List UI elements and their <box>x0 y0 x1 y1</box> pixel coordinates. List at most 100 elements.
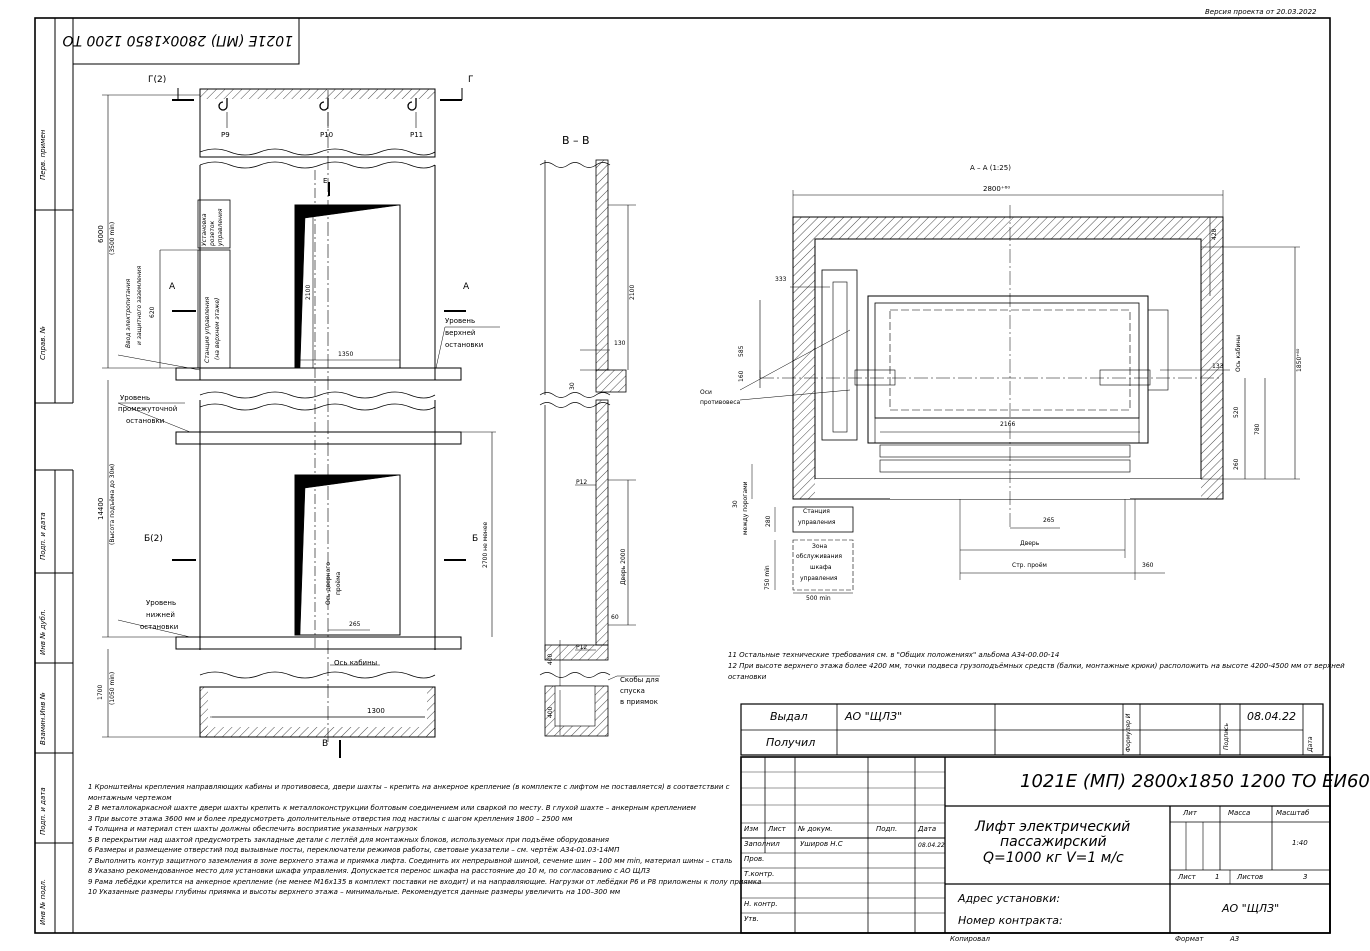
project-version: Версия проекта от 20.03.2022 <box>1205 8 1317 16</box>
aa-dim-133: 133 <box>1212 363 1224 370</box>
mass-label: Масса <box>1228 809 1251 817</box>
dim-3500-min: (3500 min) <box>109 221 116 255</box>
note-line: 10 Указанные размеры глубины приямка и в… <box>88 888 621 896</box>
product-params: Q=1000 кг V=1 м/с <box>983 850 1124 866</box>
upper-stop-3: остановки <box>445 341 484 349</box>
filled-by-label: Заполнил <box>744 840 780 848</box>
socket-note: Установка <box>201 213 208 246</box>
door-axis-note: Ось дверного <box>325 561 332 605</box>
aa-dim-1850: 1850⁺⁶⁰ <box>1296 348 1303 372</box>
aa-dim-780: 780 <box>1254 423 1261 435</box>
upper-stop-1: Уровень <box>445 317 476 325</box>
aa-zone-2: обслуживания <box>796 553 843 560</box>
right-note: 12 При высоте верхнего этажа более 4200 … <box>728 662 1345 670</box>
vv-dim-60: 60 <box>611 614 619 621</box>
perv-primen-label: Перв. примен <box>39 129 47 180</box>
format-value: А3 <box>1230 935 1240 943</box>
dim-30m: (Высота подъёма до 30м) <box>109 463 116 545</box>
aa-clear-opening: Стр. проём <box>1012 562 1047 569</box>
socket-note-3: управления <box>217 208 224 246</box>
vzam-inv-label: Взамин.Инв № <box>39 692 47 745</box>
load-p10: Р10 <box>320 131 334 139</box>
dim-1050-min: (1050 min) <box>109 671 116 705</box>
dim-2700: 2700 не менее <box>482 521 489 568</box>
cw-axes-2: противовеса <box>700 399 741 406</box>
note-line: 1 Кронштейны крепления направляющих каби… <box>88 783 730 791</box>
load-p9: Р9 <box>221 131 230 139</box>
copied-label: Копировал <box>950 935 990 943</box>
mid-stop-1: Уровень <box>120 394 151 402</box>
section-g-label: Г <box>468 75 474 85</box>
aa-dim-500: 500 min <box>806 595 831 602</box>
section-a-right: А <box>463 282 470 292</box>
dim-265: 265 <box>349 621 361 628</box>
podp-data-label-1: Подп. и дата <box>39 512 47 560</box>
product-name-1: Лифт электрический <box>975 819 1131 835</box>
sheet-value: 1 <box>1215 873 1220 881</box>
form-label: Формуляр И <box>1125 713 1132 752</box>
sheet-label: Лист <box>1178 873 1196 881</box>
inv-dubl-label: Инв № дубл. <box>39 609 47 655</box>
control-station-note: Станция управления <box>204 296 211 363</box>
aa-station-1: Станция <box>803 508 830 515</box>
ladder-note-2: спуска <box>620 687 645 695</box>
col-list: Лист <box>768 825 786 833</box>
lower-stop-3: остановки <box>140 623 179 631</box>
aa-dim-750: 750 min <box>764 565 771 590</box>
note-line: 2 В металлокаркасной шахте двери шахты к… <box>88 804 696 812</box>
section-g2-label: Г(2) <box>148 75 167 85</box>
received-label: Получил <box>766 736 816 749</box>
aa-station-2: управления <box>798 519 836 526</box>
aa-between-sills: между порогами <box>742 481 749 535</box>
vv-load-p12-a: Р12 <box>576 479 588 486</box>
control-station-note-2: (на верхнем этаже) <box>214 297 221 360</box>
issued-org: АО "ЩЛЗ" <box>845 710 903 723</box>
note-line: 8 Указано рекомендованное место для уста… <box>88 867 651 875</box>
cw-axes-1: Оси <box>700 389 712 396</box>
aa-dim-160: 160 <box>738 370 745 382</box>
right-note: 11 Остальные технические требования см. … <box>728 651 1060 659</box>
section-e-label: Е <box>323 177 328 185</box>
vv-dim-2100: 2100 <box>629 284 636 300</box>
power-input-note-2: и защитного заземления <box>136 265 143 345</box>
vv-dim-400-b: 400 <box>547 706 554 718</box>
section-a-left: А <box>169 282 176 292</box>
product-name-2: пассажирский <box>1000 834 1107 850</box>
aa-door: Дверь <box>1020 540 1040 547</box>
aa-dim-2800: 2800⁺⁶⁰ <box>983 185 1011 193</box>
general-notes: 1 Кронштейны крепления направляющих каби… <box>88 782 761 898</box>
note-line: 4 Толщина и материал стен шахты должны о… <box>88 825 418 833</box>
podp-data-label-2: Подп. и дата <box>39 787 47 835</box>
scale-label: Масштаб <box>1276 809 1310 817</box>
vv-dim-130: 130 <box>614 340 626 347</box>
col-date: Дата <box>918 825 937 833</box>
inv-podl-label: Инв № подл. <box>39 878 47 925</box>
upper-stop-2: верхней <box>445 329 476 337</box>
car-axis-note: Ось кабины <box>334 659 378 667</box>
dim-2100-door: 2100 <box>305 284 312 300</box>
aa-dim-260: 260 <box>1233 458 1240 470</box>
aa-car-axis: Ось кабины <box>1235 334 1242 372</box>
col-izm: Изм <box>744 825 759 833</box>
power-input-note: Ввод электропитания <box>125 278 132 348</box>
note-line: 7 Выполнить контур защитного заземления … <box>88 856 733 865</box>
author-date: 08.04.22 <box>918 842 945 849</box>
door-axis-note-2: проёма <box>335 571 342 595</box>
contract-label: Номер контракта: <box>958 914 1063 927</box>
vv-load-p12-b: Р12 <box>576 644 588 651</box>
sheets-value: 3 <box>1303 873 1308 881</box>
date-label: Дата <box>1307 736 1314 752</box>
tech-control-label: Т.контр. <box>744 870 775 878</box>
dim-1350: 1350 <box>338 351 354 358</box>
right-notes: 11 Остальные технические требования см. … <box>728 650 1345 683</box>
aa-zone-3: шкафа <box>810 564 832 571</box>
note-line: 3 При высоте этажа 3600 мм и более преду… <box>88 814 573 823</box>
lower-stop-2: нижней <box>146 611 175 619</box>
section-aa-title: А – А (1:25) <box>970 164 1011 172</box>
aa-zone-4: управления <box>800 575 838 582</box>
author-name: Уширов Н.С <box>800 840 843 848</box>
signature-label: Подпись <box>1223 723 1230 750</box>
right-note: остановки <box>728 673 767 681</box>
section-v-label: В <box>322 739 329 749</box>
